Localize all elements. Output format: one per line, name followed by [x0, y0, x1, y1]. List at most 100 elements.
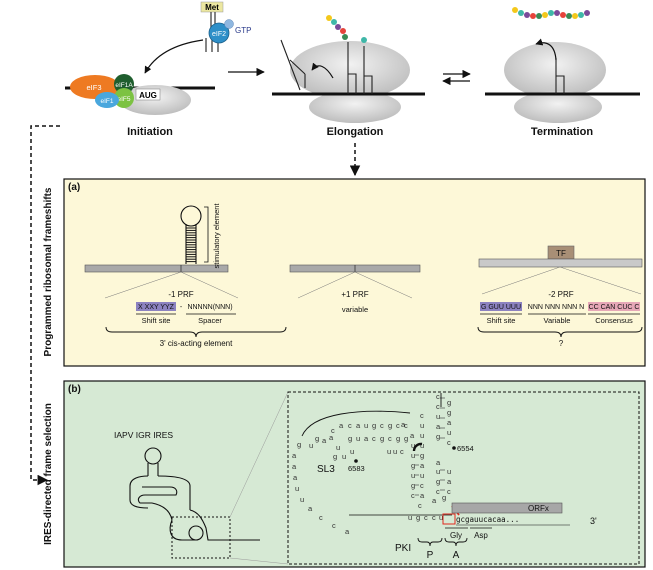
recruit-arrow — [144, 39, 204, 74]
svg-text:c: c — [319, 513, 323, 522]
ribosome-large-elongation — [290, 41, 410, 99]
plus1-variable-label: variable — [342, 305, 368, 314]
question-label: ? — [559, 339, 564, 348]
svg-text:a: a — [322, 436, 327, 445]
minus2-seq-shift: G GUU UUU — [481, 304, 521, 311]
svg-text:u: u — [420, 441, 424, 450]
svg-text:u: u — [350, 447, 354, 456]
met-box — [200, 1, 224, 13]
start-codon-box — [442, 513, 456, 525]
panel-b-side-label: IRES-directed frame selection — [43, 403, 54, 545]
svg-text:g: g — [416, 513, 420, 522]
released-peptide — [512, 7, 590, 19]
initiation-label: Initiation — [127, 126, 173, 138]
plus1-title: +1 PRF — [341, 290, 368, 299]
svg-text:c: c — [396, 421, 400, 430]
minus2-title: -2 PRF — [548, 290, 573, 299]
svg-text:g: g — [442, 493, 446, 502]
minus2-variable-label: Variable — [544, 316, 571, 325]
svg-text:c: c — [436, 487, 440, 496]
svg-text:a: a — [432, 496, 437, 505]
panel-a-side-label: Programmed ribosomal frameshifts — [43, 187, 54, 356]
svg-text:c: c — [424, 513, 428, 522]
svg-text:g: g — [411, 461, 415, 470]
svg-text:g: g — [297, 440, 301, 449]
svg-text:u: u — [300, 495, 304, 504]
minus2-shift-box — [480, 302, 522, 311]
svg-text:c: c — [418, 501, 422, 510]
svg-text:a: a — [364, 434, 369, 443]
svg-text:g: g — [348, 434, 352, 443]
svg-text:a: a — [401, 420, 406, 429]
svg-text:u: u — [447, 428, 451, 437]
minus2-seq-variable: NNN NNN NNN N — [528, 304, 584, 311]
svg-text:g: g — [447, 398, 451, 407]
svg-text:u: u — [447, 467, 451, 476]
loop-bulge — [412, 442, 423, 452]
svg-text:u: u — [436, 467, 440, 476]
zoom-box-small — [171, 516, 231, 559]
eif1a-label: eIF1A — [115, 82, 133, 89]
svg-text:a: a — [329, 433, 334, 442]
svg-text:a: a — [420, 461, 425, 470]
peptide-chain-icon — [326, 15, 367, 43]
eif5-label: eIF5 — [117, 96, 130, 103]
pki-label: PKI — [395, 543, 411, 554]
aug-label: AUG — [139, 91, 157, 100]
asp-label: Asp — [474, 531, 488, 540]
ires-structure-icon — [129, 447, 260, 541]
sl3-label: SL3 — [317, 464, 335, 475]
svg-text:c: c — [380, 421, 384, 430]
svg-text:u: u — [408, 513, 412, 522]
svg-text:g: g — [411, 481, 415, 490]
svg-text:c: c — [404, 421, 408, 430]
svg-text:u: u — [436, 412, 440, 421]
ribosome-small-elongation — [309, 91, 401, 123]
svg-text:a: a — [345, 527, 350, 536]
eif2-label: eIF2 — [212, 31, 226, 38]
svg-text:u: u — [356, 434, 360, 443]
svg-text:u: u — [420, 431, 424, 440]
svg-text:a: a — [356, 421, 361, 430]
svg-text:a: a — [292, 451, 297, 460]
elongation-label: Elongation — [327, 126, 384, 138]
svg-text:a: a — [410, 431, 415, 440]
minus2-consensus-box — [588, 302, 640, 311]
svg-text:c: c — [432, 513, 436, 522]
eif1a-shape — [114, 74, 134, 94]
minus1-seq-dash: - — [180, 304, 183, 311]
svg-text:u: u — [387, 447, 391, 456]
p-label: P — [427, 550, 434, 561]
svg-text:a: a — [447, 477, 452, 486]
svg-text:c: c — [420, 411, 424, 420]
ribosome-small-termination — [514, 91, 602, 123]
seq-3prime: gcgauucacaa... — [456, 515, 519, 524]
minus1-spacer-label: Spacer — [198, 316, 222, 325]
num-6583: 6583 — [348, 464, 365, 473]
svg-text:c: c — [332, 521, 336, 530]
minus2-consensus-label: Consensus — [595, 316, 633, 325]
svg-text:a: a — [436, 458, 441, 467]
panel-a-letter: (a) — [68, 182, 80, 193]
svg-text:u: u — [336, 443, 340, 452]
svg-text:g: g — [315, 434, 319, 443]
a-label: A — [453, 550, 460, 561]
trna-elongation — [280, 39, 373, 94]
orfx-label: ORFx — [528, 504, 549, 513]
panel-b-letter: (b) — [68, 384, 81, 395]
orfx-box — [451, 502, 563, 514]
svg-text:c: c — [400, 447, 404, 456]
svg-text:u: u — [411, 471, 415, 480]
minus1-seq-spacer: NNNNN(NNN) — [187, 304, 232, 311]
svg-text:a: a — [292, 462, 297, 471]
a-site-brace — [444, 537, 468, 547]
svg-text:c: c — [436, 402, 440, 411]
svg-text:u: u — [420, 471, 424, 480]
svg-text:a: a — [293, 473, 298, 482]
svg-text:u: u — [342, 452, 346, 461]
svg-text:c: c — [331, 426, 335, 435]
svg-text:u: u — [364, 421, 368, 430]
svg-text:c: c — [388, 434, 392, 443]
release-arrow — [535, 38, 557, 61]
